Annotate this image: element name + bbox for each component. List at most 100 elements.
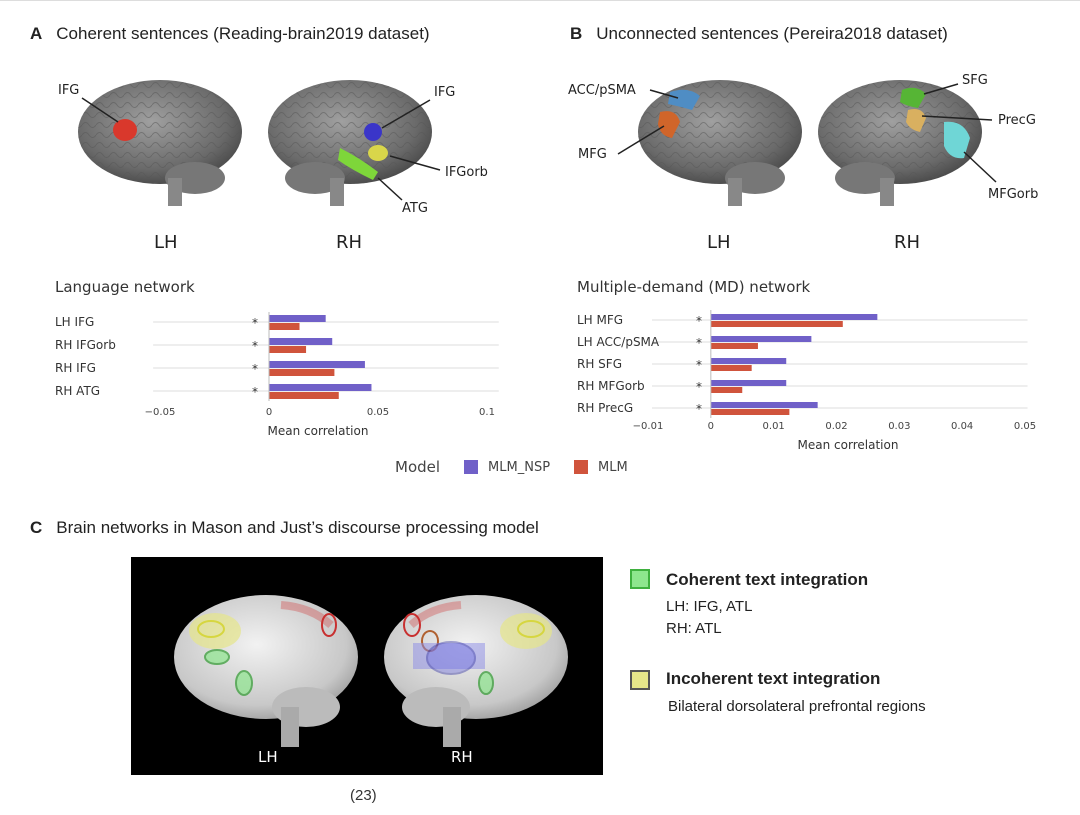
mfg-label: MFG bbox=[578, 147, 607, 162]
ifgorb-label: IFGorb bbox=[445, 165, 488, 180]
lh-ifg-region bbox=[113, 119, 137, 141]
bar-mlm bbox=[269, 323, 300, 330]
legend-label-mlm-nsp: MLM_NSP bbox=[488, 459, 551, 475]
panel-c-lh-label: LH bbox=[258, 748, 278, 766]
legend-swatch-mlm-nsp bbox=[464, 460, 479, 474]
significance-marker: * bbox=[696, 314, 702, 328]
lh-ifg-pointer bbox=[81, 97, 119, 123]
bar-mlm-nsp bbox=[269, 338, 333, 345]
significance-marker: * bbox=[696, 380, 702, 394]
panel-a-rh-label: RH bbox=[336, 232, 363, 253]
category-label: LH MFG bbox=[577, 313, 623, 327]
x-tick-label: 0.03 bbox=[888, 421, 910, 432]
chart-b-title: Multiple-demand (MD) network bbox=[577, 278, 811, 296]
bar-mlm bbox=[269, 392, 339, 399]
category-label: RH IFG bbox=[55, 361, 96, 375]
x-tick-label: 0 bbox=[266, 407, 272, 418]
significance-marker: * bbox=[252, 316, 258, 330]
sfg-region bbox=[900, 87, 926, 108]
category-label: LH ACC/pSMA bbox=[577, 335, 660, 349]
chart-a-title: Language network bbox=[55, 278, 195, 296]
bar-mlm bbox=[710, 321, 843, 327]
x-tick-label: −0.05 bbox=[145, 407, 176, 418]
precg-region bbox=[906, 109, 926, 132]
bar-mlm bbox=[710, 387, 743, 393]
bar-mlm-nsp bbox=[710, 358, 787, 364]
panel-b-brains: ACC/pSMA MFG SFG PrecG MFGorb bbox=[568, 73, 1038, 206]
incoherent-title: Incoherent text integration bbox=[666, 669, 881, 688]
x-tick-label: 0.01 bbox=[763, 421, 785, 432]
x-tick-label: 0.04 bbox=[951, 421, 973, 432]
rh-atg-region bbox=[338, 148, 378, 180]
chart-b: LH MFG*LH ACC/pSMA*RH SFG*RH MFGorb*RH P… bbox=[577, 310, 1036, 452]
mfg-region bbox=[658, 111, 680, 138]
mfgorb-pointer bbox=[963, 151, 997, 183]
significance-marker: * bbox=[252, 385, 258, 399]
atg-pointer bbox=[377, 177, 403, 201]
bar-mlm-nsp bbox=[269, 361, 365, 368]
significance-marker: * bbox=[252, 339, 258, 353]
x-tick-label: 0.05 bbox=[367, 407, 389, 418]
significance-marker: * bbox=[252, 362, 258, 376]
rh-ifg-pointer bbox=[381, 99, 431, 129]
sfg-label: SFG bbox=[962, 73, 988, 88]
bar-mlm bbox=[710, 343, 758, 349]
acc-region bbox=[668, 89, 700, 110]
acc-label: ACC/pSMA bbox=[568, 83, 636, 98]
panel-a-lh-label: LH bbox=[154, 232, 178, 253]
mfgorb-label: MFGorb bbox=[988, 187, 1038, 202]
bar-mlm bbox=[710, 409, 790, 415]
top-divider bbox=[0, 0, 1080, 1]
atg-label: ATG bbox=[402, 201, 428, 216]
significance-marker: * bbox=[696, 358, 702, 372]
bar-mlm-nsp bbox=[710, 402, 818, 408]
lh-ifg-label: IFG bbox=[58, 83, 79, 98]
x-tick-label: 0.1 bbox=[479, 407, 495, 418]
x-tick-label: −0.01 bbox=[633, 421, 664, 432]
x-axis-label: Mean correlation bbox=[268, 424, 369, 438]
rh-ifg-region bbox=[364, 123, 382, 141]
bar-mlm-nsp bbox=[710, 380, 787, 386]
ifgorb-pointer bbox=[389, 155, 441, 171]
acc-pointer bbox=[649, 89, 679, 99]
legend-swatch-mlm bbox=[574, 460, 589, 474]
bar-mlm-nsp bbox=[269, 384, 372, 391]
rh-brain-b bbox=[818, 80, 982, 206]
x-tick-label: 0 bbox=[708, 421, 714, 432]
figure-caption: (23) bbox=[350, 787, 377, 804]
x-tick-label: 0.02 bbox=[825, 421, 847, 432]
bar-mlm bbox=[269, 369, 335, 376]
x-axis-label: Mean correlation bbox=[798, 438, 899, 452]
panel-b-lh-label: LH bbox=[707, 232, 731, 253]
panel-c-rh-label: RH bbox=[451, 748, 473, 766]
panel-b-rh-label: RH bbox=[894, 232, 921, 253]
panel-c-image: LH RH bbox=[131, 557, 603, 775]
rh-ifg-label: IFG bbox=[434, 85, 455, 100]
category-label: RH ATG bbox=[55, 384, 100, 398]
rh-ifgorb-region bbox=[368, 145, 388, 161]
bar-mlm bbox=[269, 346, 307, 353]
significance-marker: * bbox=[696, 336, 702, 350]
x-tick-label: 0.05 bbox=[1014, 421, 1036, 432]
coherent-title: Coherent text integration bbox=[666, 570, 869, 589]
coherent-line2: RH: ATL bbox=[666, 620, 722, 637]
category-label: RH MFGorb bbox=[577, 379, 645, 393]
mfgorb-region bbox=[944, 121, 970, 159]
sfg-pointer bbox=[923, 83, 959, 95]
precg-pointer bbox=[921, 115, 993, 121]
category-label: RH SFG bbox=[577, 357, 622, 371]
panel-c-lh-brain bbox=[174, 595, 358, 747]
bar-mlm-nsp bbox=[269, 315, 326, 322]
panel-c-brains: LH RH bbox=[174, 595, 568, 766]
bar-mlm bbox=[710, 365, 752, 371]
panel-a-brains: IFG IFG IFGorb ATG bbox=[58, 80, 488, 216]
model-legend: Model MLM_NSP MLM bbox=[395, 458, 628, 476]
category-label: RH IFGorb bbox=[55, 338, 116, 352]
lh-brain-a bbox=[78, 80, 242, 206]
rh-brain-a bbox=[268, 80, 432, 206]
bar-mlm-nsp bbox=[710, 314, 878, 320]
